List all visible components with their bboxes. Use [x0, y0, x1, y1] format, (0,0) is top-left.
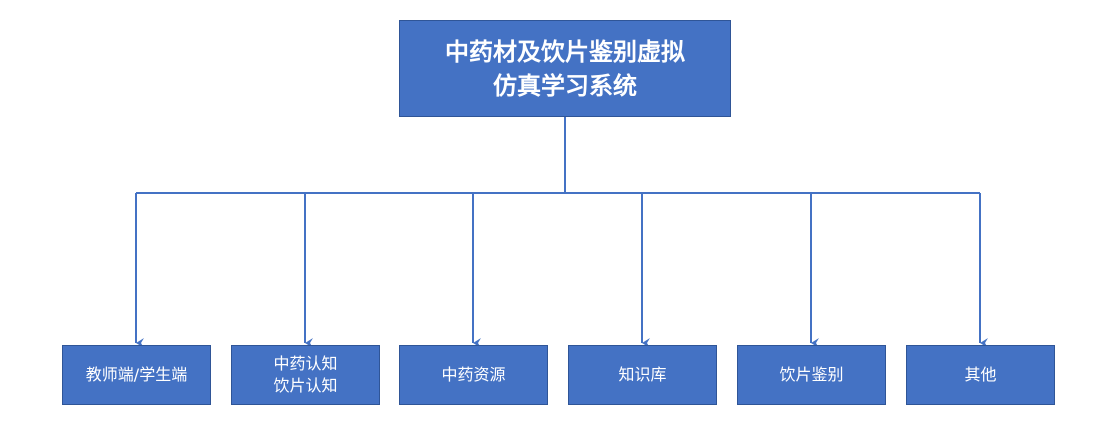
node-label: 知识库 [618, 365, 667, 384]
node-herb-resources: 中药资源 [399, 345, 548, 405]
node-label: 饮片鉴别 [779, 365, 844, 384]
node-teacher-student-portal: 教师端/学生端 [62, 345, 211, 405]
node-herb-and-slice-cognition: 中药认知 饮片认知 [231, 345, 380, 405]
root-title-line-1: 中药材及饮片鉴别虚拟 [445, 37, 685, 66]
node-label: 其他 [964, 365, 997, 384]
node-other: 其他 [906, 345, 1055, 405]
node-label: 教师端/学生端 [85, 365, 188, 384]
node-slice-identification: 饮片鉴别 [737, 345, 886, 405]
node-knowledge-base: 知识库 [568, 345, 717, 405]
node-label-line-1: 中药认知 [273, 354, 338, 373]
node-label-line-2: 饮片认知 [273, 376, 338, 395]
root-title-line-2: 仿真学习系统 [493, 71, 637, 100]
root-node-system-title: 中药材及饮片鉴别虚拟 仿真学习系统 [399, 20, 731, 117]
node-label: 中药资源 [441, 365, 506, 384]
